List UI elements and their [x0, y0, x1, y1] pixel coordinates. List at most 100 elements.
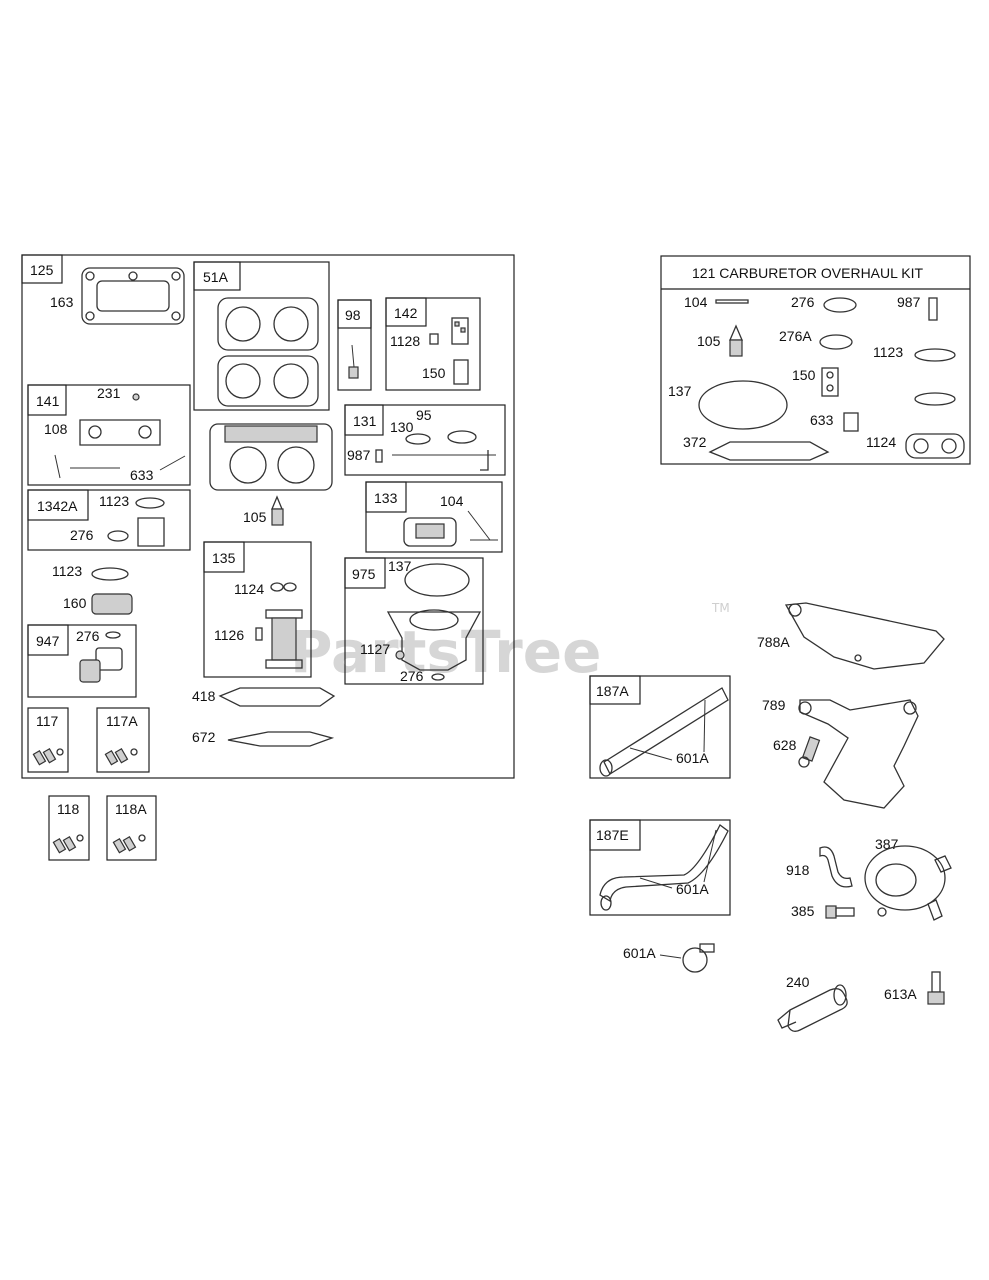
callout-1123[interactable]: 1123	[52, 563, 82, 579]
callout-98[interactable]: 98	[345, 307, 361, 323]
callout-601a[interactable]: 601A	[623, 945, 656, 961]
callout-105[interactable]: 105	[243, 509, 267, 525]
kit-callout-104[interactable]: 104	[684, 294, 708, 310]
kit-callout-276[interactable]: 276	[791, 294, 815, 310]
callout-118[interactable]: 118	[57, 801, 80, 817]
callout-117[interactable]: 117	[36, 713, 59, 729]
bracket-788a-icon	[784, 602, 945, 670]
callout-box-142	[385, 297, 427, 327]
box-135	[203, 541, 312, 678]
callout-163[interactable]: 163	[50, 294, 74, 310]
callout-601a[interactable]: 601A	[676, 750, 709, 766]
bolt-628-icon	[798, 736, 821, 768]
kit-gasket-372-icon	[708, 441, 830, 461]
callout-141[interactable]: 141	[36, 393, 60, 409]
callout-987[interactable]: 987	[347, 447, 371, 463]
fuel-line-187a-icon	[599, 687, 729, 777]
callout-160[interactable]: 160	[63, 595, 87, 611]
callout-613a[interactable]: 613A	[884, 986, 917, 1002]
callout-628[interactable]: 628	[773, 737, 797, 753]
callout-box-187a	[589, 675, 641, 705]
callout-135[interactable]: 135	[212, 550, 236, 566]
kit-plug-987-icon	[928, 297, 938, 321]
callout-118a[interactable]: 118A	[115, 801, 147, 817]
callout-133[interactable]: 133	[374, 490, 398, 506]
callout-51a[interactable]: 51A	[203, 269, 229, 285]
bowl-975-icon	[386, 563, 482, 681]
callout-418[interactable]: 418	[192, 688, 216, 704]
callout-box-98	[337, 299, 372, 329]
needle-105-icon	[271, 495, 284, 526]
callout-385[interactable]: 385	[791, 903, 815, 919]
callout-1128[interactable]: 1128	[390, 333, 420, 349]
callout-104[interactable]: 104	[440, 493, 464, 509]
kit-callout-137[interactable]: 137	[668, 383, 692, 399]
bowl-1342a-icon	[107, 497, 165, 547]
kit-callout-633[interactable]: 633	[810, 412, 834, 428]
manifold-135-icon	[255, 582, 303, 669]
box-117a	[96, 707, 150, 773]
box-975	[344, 557, 484, 685]
callout-276[interactable]: 276	[70, 527, 94, 543]
callout-95[interactable]: 95	[416, 407, 432, 423]
callout-1342a[interactable]: 1342A	[37, 498, 78, 514]
callout-947[interactable]: 947	[36, 633, 60, 649]
callout-633[interactable]: 633	[130, 467, 154, 483]
callout-672[interactable]: 672	[192, 729, 216, 745]
kit-oring-137-icon	[698, 380, 788, 430]
callout-788a[interactable]: 788A	[757, 634, 790, 650]
box-118	[48, 795, 90, 861]
callout-108[interactable]: 108	[44, 421, 68, 437]
kit-callout-276a[interactable]: 276A	[779, 328, 812, 344]
kit-callout-987[interactable]: 987	[897, 294, 921, 310]
screws-118-icon	[52, 834, 84, 854]
screws-117-icon	[32, 747, 64, 766]
screws-118a-icon	[112, 834, 146, 854]
box-51a	[193, 261, 330, 411]
box-131	[344, 404, 506, 476]
callout-130[interactable]: 130	[390, 419, 414, 435]
kit-callout-372[interactable]: 372	[683, 434, 707, 450]
callout-142[interactable]: 142	[394, 305, 418, 321]
kit-pin-104-icon	[715, 299, 749, 304]
callout-1124[interactable]: 1124	[234, 581, 264, 597]
kit-callout-105[interactable]: 105	[697, 333, 721, 349]
callout-131[interactable]: 131	[353, 413, 377, 429]
callout-276[interactable]: 276	[400, 668, 424, 684]
callout-137[interactable]: 137	[388, 558, 412, 574]
callout-1126[interactable]: 1126	[214, 627, 244, 643]
callout-276[interactable]: 276	[76, 628, 100, 644]
bolt-385-icon	[825, 905, 855, 919]
jet-98-icon	[348, 344, 359, 379]
kit-callout-1124[interactable]: 1124	[866, 434, 896, 450]
kit-washer-276-icon	[823, 297, 857, 313]
box-133	[365, 481, 503, 553]
callout-187a[interactable]: 187A	[596, 683, 629, 699]
callout-240[interactable]: 240	[786, 974, 810, 990]
kit-callout-1123[interactable]: 1123	[873, 344, 903, 360]
callout-601a[interactable]: 601A	[676, 881, 709, 897]
callout-box-131	[344, 404, 384, 436]
fuel-pump-387-icon	[864, 845, 952, 921]
callout-1127[interactable]: 1127	[360, 641, 390, 657]
valve-142-icon	[429, 317, 469, 385]
callout-231[interactable]: 231	[97, 385, 121, 401]
box-141	[27, 384, 191, 486]
callout-box-135	[203, 541, 245, 573]
kit-spring-633-icon	[843, 412, 859, 432]
callout-789[interactable]: 789	[762, 697, 786, 713]
callout-1123[interactable]: 1123	[99, 493, 129, 509]
bracket-789-icon	[798, 699, 919, 809]
box-187e	[589, 819, 731, 916]
callout-187e[interactable]: 187E	[596, 827, 629, 843]
callout-918[interactable]: 918	[786, 862, 810, 878]
gasket-672-icon	[227, 731, 335, 747]
callout-975[interactable]: 975	[352, 566, 376, 582]
callout-125[interactable]: 125	[30, 262, 54, 278]
primer-141-icon	[54, 393, 186, 479]
kit-callout-150[interactable]: 150	[792, 367, 816, 383]
callout-117a[interactable]: 117A	[106, 713, 138, 729]
solenoid-947-icon	[79, 631, 123, 683]
callout-150[interactable]: 150	[422, 365, 446, 381]
box-187a	[589, 675, 731, 779]
